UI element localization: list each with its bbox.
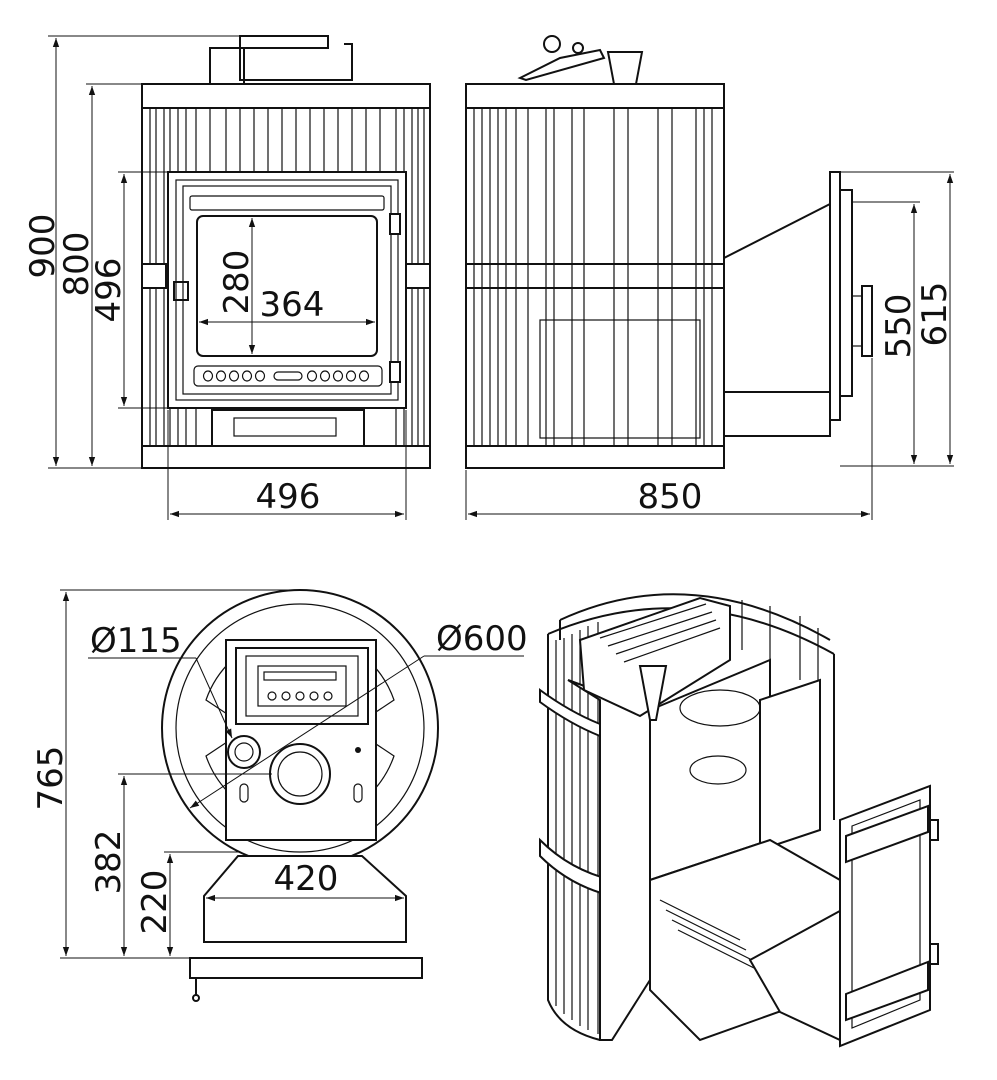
tunnel-door-frame [829,171,841,421]
isometric-cutaway-view [539,593,939,1048]
dim-280: 280 [217,250,257,315]
dim-364: 364 [260,285,325,325]
door-handle [173,281,189,301]
side-dimensions: 850 550 615 [465,171,955,520]
tunnel-door-top [189,957,423,979]
dim-615: 615 [915,282,955,347]
tank-cap [239,43,353,81]
chimney-pipe [209,47,245,85]
door-frame [167,171,407,409]
side-view [465,35,873,469]
dim-420: 420 [274,859,339,899]
dim-496-vertical: 496 [89,258,129,323]
tunnel-door-handle [861,285,873,357]
front-dimensions: 900 800 496 280 364 496 [23,35,407,520]
dim-382: 382 [89,830,129,895]
front-view [141,35,431,469]
top-view [161,589,439,1002]
chimney-circle [269,743,331,805]
dim-800: 800 [57,232,97,297]
dim-diameter-115: Ø115 [90,621,182,661]
chimney-pipe-side [606,51,644,85]
base-band [141,445,431,469]
side-mid-band [465,263,725,289]
side-top-band [465,83,725,109]
tank-top [235,647,369,725]
iso-top-ring [559,593,831,641]
side-grille-rods [473,108,713,446]
dim-diameter-600: Ø600 [436,619,528,659]
air-vent-holes [193,365,383,387]
door-glass [196,215,378,357]
iso-outer-shell [547,634,601,1041]
side-base-band [465,445,725,469]
dim-line-600 [189,655,425,809]
dim-550: 550 [879,294,919,359]
top-dimensions: 765 382 220 420 Ø115 Ø600 [31,589,528,959]
dim-900: 900 [23,214,63,279]
dim-496-horizontal: 496 [256,477,321,517]
tank-lid [517,48,606,82]
dim-line-115 [195,657,233,739]
firebox-side [539,319,701,439]
tunnel-side [723,202,831,393]
dim-220: 220 [135,870,175,935]
iso-grate [659,899,759,971]
dim-765: 765 [31,746,71,811]
dim-850: 850 [638,477,703,517]
top-band [141,83,431,109]
